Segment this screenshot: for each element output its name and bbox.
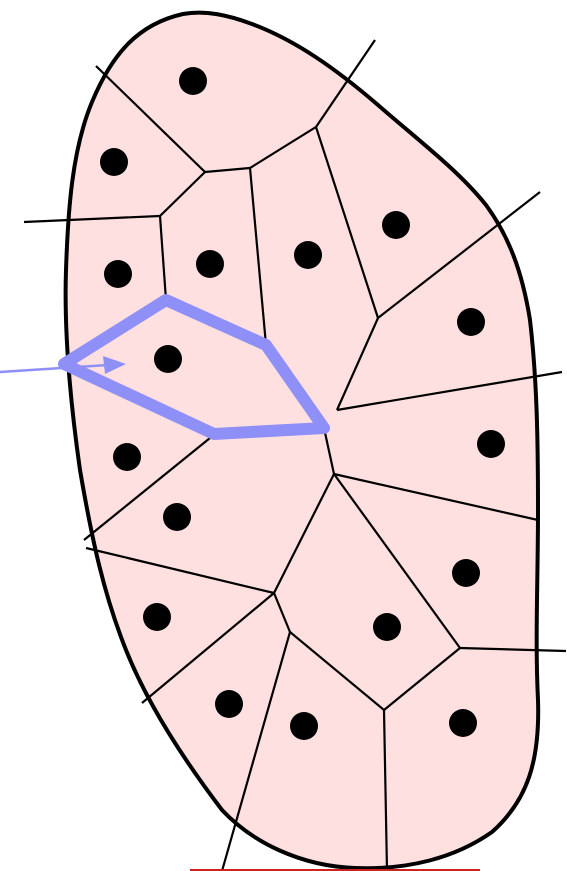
seed-point (113, 443, 141, 471)
seed-point (215, 690, 243, 718)
seed-point (104, 260, 132, 288)
seed-point (100, 148, 128, 176)
seed-point (449, 709, 477, 737)
seed-point (290, 712, 318, 740)
seed-point (179, 67, 207, 95)
seed-point (294, 241, 322, 269)
seed-point (154, 345, 182, 373)
seed-point (143, 603, 171, 631)
seed-point (382, 211, 410, 239)
seed-point (477, 430, 505, 458)
seed-point (373, 613, 401, 641)
seed-point (452, 559, 480, 587)
region-fill (66, 13, 539, 869)
seed-point (163, 503, 191, 531)
seed-point (457, 308, 485, 336)
seed-point (196, 250, 224, 278)
